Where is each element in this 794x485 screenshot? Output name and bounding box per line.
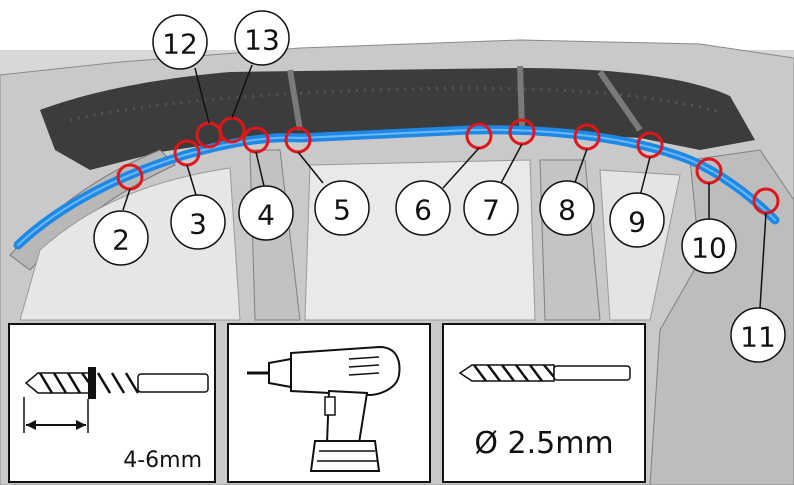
leader-line-5 — [297, 151, 324, 184]
callout-7: 7 — [463, 180, 519, 236]
depth-arrow-head-right — [76, 420, 86, 430]
drill-chuck — [268, 357, 292, 389]
leader-line-7 — [499, 143, 523, 186]
callout-number: 7 — [482, 194, 500, 227]
drill-battery — [309, 440, 381, 472]
leader-line-12 — [194, 67, 210, 124]
drill-depth-panel: 4-6mm — [8, 323, 216, 483]
callout-circle — [152, 14, 208, 70]
cordless-drill-panel — [227, 323, 431, 483]
drill-battery-stripes — [317, 450, 377, 462]
callout-6: 6 — [395, 180, 451, 236]
callout-10: 10 — [681, 218, 737, 274]
callout-number: 12 — [162, 28, 198, 61]
callout-circle — [238, 185, 294, 241]
callout-8: 8 — [539, 180, 595, 236]
headliner-panel — [40, 68, 755, 170]
leader-line-13 — [231, 64, 253, 119]
leader-line-4 — [255, 151, 265, 187]
drill-bit-flutes — [473, 364, 555, 382]
callout-number: 10 — [691, 232, 727, 265]
callout-number: 11 — [740, 321, 776, 354]
callout-circle — [539, 180, 595, 236]
drill-bit-diameter-label: Ø 2.5mm — [474, 426, 614, 461]
callout-5: 5 — [314, 180, 370, 236]
callout-number: 9 — [628, 206, 646, 239]
depth-label: 4-6mm — [123, 448, 202, 473]
leader-line-11 — [759, 212, 767, 309]
drill-vents — [348, 356, 380, 376]
callout-circle — [609, 192, 665, 248]
callout-11: 11 — [730, 307, 786, 363]
leader-lines — [122, 64, 767, 309]
callout-3: 3 — [170, 194, 226, 250]
callout-2: 2 — [93, 210, 149, 266]
callout-4: 4 — [238, 185, 294, 241]
leader-line-3 — [186, 164, 197, 196]
callout-circle — [170, 194, 226, 250]
marker-ring-4 — [242, 126, 270, 154]
callout-9: 9 — [609, 192, 665, 248]
drill-bit-icon — [458, 364, 631, 382]
depth-arrow-head-left — [26, 420, 36, 430]
leader-line-6 — [442, 147, 480, 189]
callout-circle — [93, 210, 149, 266]
drill-body — [290, 345, 401, 397]
drill-bit-shank — [137, 373, 209, 393]
callout-number: 5 — [333, 194, 351, 227]
drill-trigger — [324, 396, 336, 416]
depth-stop-collar — [88, 367, 96, 399]
callout-number: 3 — [189, 208, 207, 241]
leader-line-2 — [122, 188, 131, 211]
drill-bit-flutes — [38, 372, 94, 394]
cordless-drill-icon — [247, 345, 401, 472]
drill-bit-size-panel: Ø 2.5mm — [442, 323, 646, 483]
roof-bow — [287, 65, 643, 132]
callout-circle — [395, 180, 451, 236]
callout-number: 4 — [257, 199, 275, 232]
callout-circle — [681, 218, 737, 274]
callout-circle — [463, 180, 519, 236]
leader-line-8 — [573, 148, 588, 186]
callout-number: 8 — [558, 194, 576, 227]
callout-circle — [314, 180, 370, 236]
callout-12: 12 — [152, 14, 208, 70]
rear-structure — [649, 149, 794, 485]
callout-circle — [234, 10, 290, 66]
callout-number: 13 — [244, 24, 280, 57]
drill-bit-depth-icon — [23, 367, 209, 433]
top-whitespace — [0, 0, 794, 50]
leader-line-9 — [639, 156, 651, 197]
callout-number: 6 — [414, 194, 432, 227]
callout-number: 2 — [112, 224, 130, 257]
callout-13: 13 — [234, 10, 290, 66]
drill-bit-shank — [553, 365, 631, 381]
callout-circle — [730, 307, 786, 363]
drill-bit-flutes-rear — [96, 372, 140, 394]
